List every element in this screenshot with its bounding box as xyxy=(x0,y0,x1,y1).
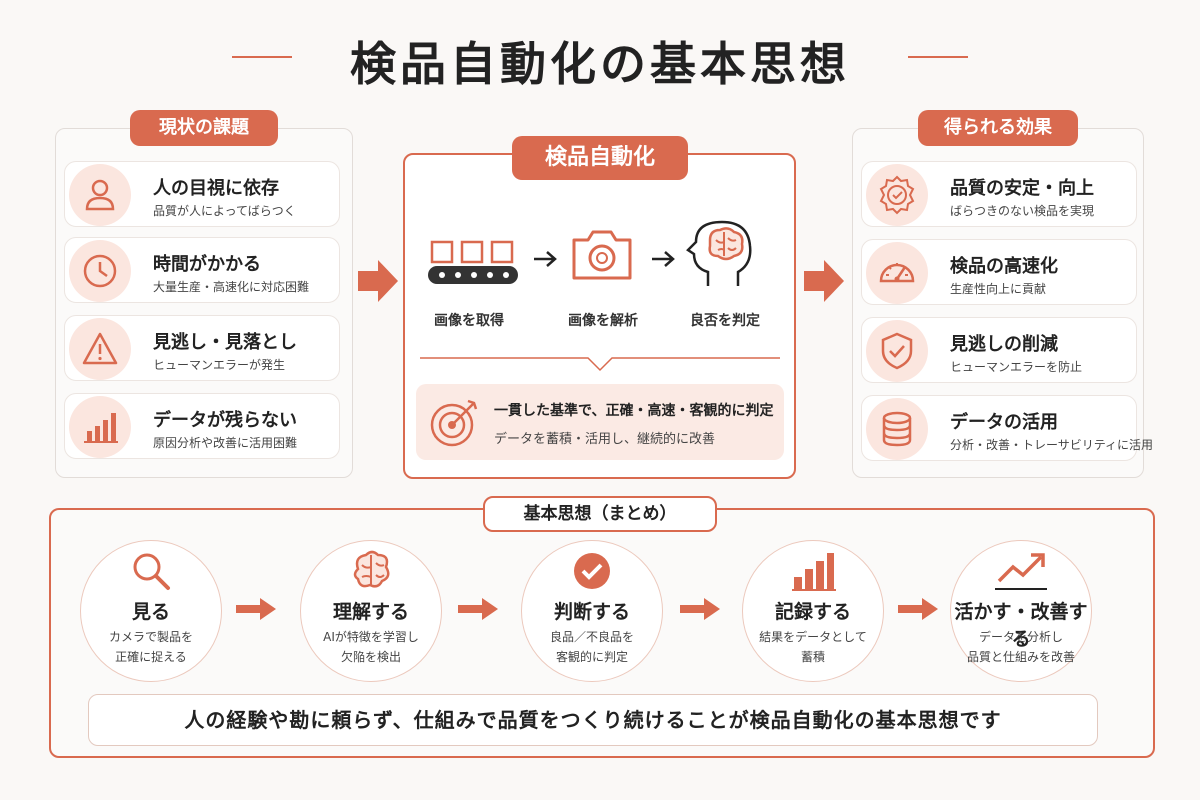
magnifier-icon xyxy=(133,553,170,590)
step-title: 理解する xyxy=(332,601,409,623)
issue-card-1: 人の目視に依存 品質が人によってばらつく xyxy=(64,161,340,227)
small-arrow-icon xyxy=(652,251,675,267)
current-issues-header: 現状の課題 xyxy=(130,110,278,146)
philosophy-step-understand: 理解する AIが特徴を学習し欠陥を検出 xyxy=(300,540,442,682)
issue-card-3: 見逃し・見落とし ヒューマンエラーが発生 xyxy=(64,315,340,381)
effect-title: データの活用 xyxy=(950,412,1058,433)
page-title: 検品自動化の基本思想 xyxy=(350,37,850,91)
step-title: 判断する xyxy=(553,601,630,623)
warning-icon xyxy=(69,318,131,380)
brain-head-icon xyxy=(686,220,752,286)
step-title: 見る xyxy=(131,601,170,623)
step-desc: 品質と仕組みを改善 xyxy=(966,650,1075,664)
current-issues-panel: 人の目視に依存 品質が人によってばらつく 時間がかかる 大量生産・高速化に対応困… xyxy=(55,128,353,478)
right-arrow-icon xyxy=(898,598,938,620)
step-label: 良否を判定 xyxy=(690,313,760,329)
camera-icon xyxy=(572,230,632,280)
step-title: 記録する xyxy=(774,601,851,623)
step-title: 活かす・改善する xyxy=(954,601,1088,650)
philosophy-step-see: 見る カメラで製品を正確に捉える xyxy=(80,540,222,682)
effect-card-4: データの活用 分析・改善・トレーサビリティに活用 xyxy=(861,395,1153,461)
issue-desc: 大量生産・高速化に対応困難 xyxy=(153,280,310,294)
divider-pointer xyxy=(420,357,780,372)
philosophy-step-improve: 活かす・改善する データを分析し品質と仕組みを改善 xyxy=(950,540,1092,682)
database-icon xyxy=(866,398,928,460)
philosophy-step-record: 記録する 結果をデータとして蓄積 xyxy=(742,540,884,682)
title-left-line xyxy=(232,56,292,58)
effect-title: 品質の安定・向上 xyxy=(950,178,1094,199)
right-arrow-icon xyxy=(680,598,720,620)
effect-desc: 分析・改善・トレーサビリティに活用 xyxy=(950,438,1154,452)
speedometer-icon xyxy=(866,242,928,304)
issue-card-2: 時間がかかる 大量生産・高速化に対応困難 xyxy=(64,237,340,303)
step-desc: データを分析し xyxy=(978,630,1063,644)
step-desc: 蓄積 xyxy=(800,650,825,664)
effect-title: 検品の高速化 xyxy=(950,256,1058,277)
effect-card-1: 品質の安定・向上 ばらつきのない検品を実現 xyxy=(861,161,1137,227)
issue-title: 見逃し・見落とし xyxy=(153,332,297,353)
person-icon xyxy=(69,164,131,226)
conveyor-icon xyxy=(428,240,518,284)
small-arrow-icon xyxy=(534,251,557,267)
effect-desc: ばらつきのない検品を実現 xyxy=(950,204,1095,218)
step-desc: AIが特徴を学習し xyxy=(323,630,419,644)
issue-card-4: データが残らない 原因分析や改善に活用困難 xyxy=(64,393,340,459)
award-badge-icon xyxy=(866,164,928,226)
right-arrow-icon xyxy=(236,598,276,620)
effect-card-2: 検品の高速化 生産性向上に貢献 xyxy=(861,239,1137,305)
step-desc: カメラで製品を xyxy=(108,630,193,644)
brain-icon xyxy=(353,550,390,588)
step-desc: 正確に捉える xyxy=(115,650,187,664)
effects-header: 得られる効果 xyxy=(918,110,1078,146)
step-desc: 良品／不良品を xyxy=(549,630,634,644)
step-desc: 欠陥を検出 xyxy=(340,650,401,664)
effect-card-3: 見逃しの削減 ヒューマンエラーを防止 xyxy=(861,317,1137,383)
summary-desc: データを蓄積・活用し、継続的に改善 xyxy=(494,432,716,447)
effect-desc: ヒューマンエラーを防止 xyxy=(950,360,1083,374)
issue-title: 人の目視に依存 xyxy=(153,178,279,199)
step-label: 画像を取得 xyxy=(434,313,504,329)
issue-title: 時間がかかる xyxy=(153,254,261,275)
right-arrow-icon xyxy=(458,598,498,620)
automation-header: 検品自動化 xyxy=(512,136,688,180)
effects-panel: 品質の安定・向上 ばらつきのない検品を実現 検品の高速化 生産性向上に貢献 見逃… xyxy=(852,128,1153,478)
bar-chart-icon xyxy=(792,553,836,591)
bar-chart-icon xyxy=(69,396,131,458)
summary-box xyxy=(416,384,784,460)
right-arrow-icon xyxy=(804,260,844,302)
trend-up-icon xyxy=(995,553,1047,590)
issue-desc: ヒューマンエラーが発生 xyxy=(153,358,286,372)
issue-desc: 品質が人によってばらつく xyxy=(153,204,296,218)
check-circle-icon xyxy=(574,553,610,589)
target-icon xyxy=(430,399,478,447)
issue-title: データが残らない xyxy=(153,410,297,431)
philosophy-header: 基本思想（まとめ） xyxy=(483,496,717,532)
step-label: 画像を解析 xyxy=(568,313,638,329)
shield-check-icon xyxy=(866,320,928,382)
conclusion-text: 人の経験や勘に頼らず、仕組みで品質をつくり続けることが検品自動化の基本思想です xyxy=(88,694,1098,746)
step-desc: 結果をデータとして xyxy=(759,630,867,644)
philosophy-step-judge: 判断する 良品／不良品を客観的に判定 xyxy=(521,540,663,682)
issue-desc: 原因分析や改善に活用困難 xyxy=(153,436,298,450)
clock-icon xyxy=(69,240,131,302)
title-right-line xyxy=(908,56,968,58)
effect-title: 見逃しの削減 xyxy=(950,334,1058,355)
step-desc: 客観的に判定 xyxy=(555,650,628,664)
summary-title: 一貫した基準で、正確・高速・客観的に判定 xyxy=(494,403,774,419)
right-arrow-icon xyxy=(358,260,398,302)
effect-desc: 生産性向上に貢献 xyxy=(950,282,1047,296)
